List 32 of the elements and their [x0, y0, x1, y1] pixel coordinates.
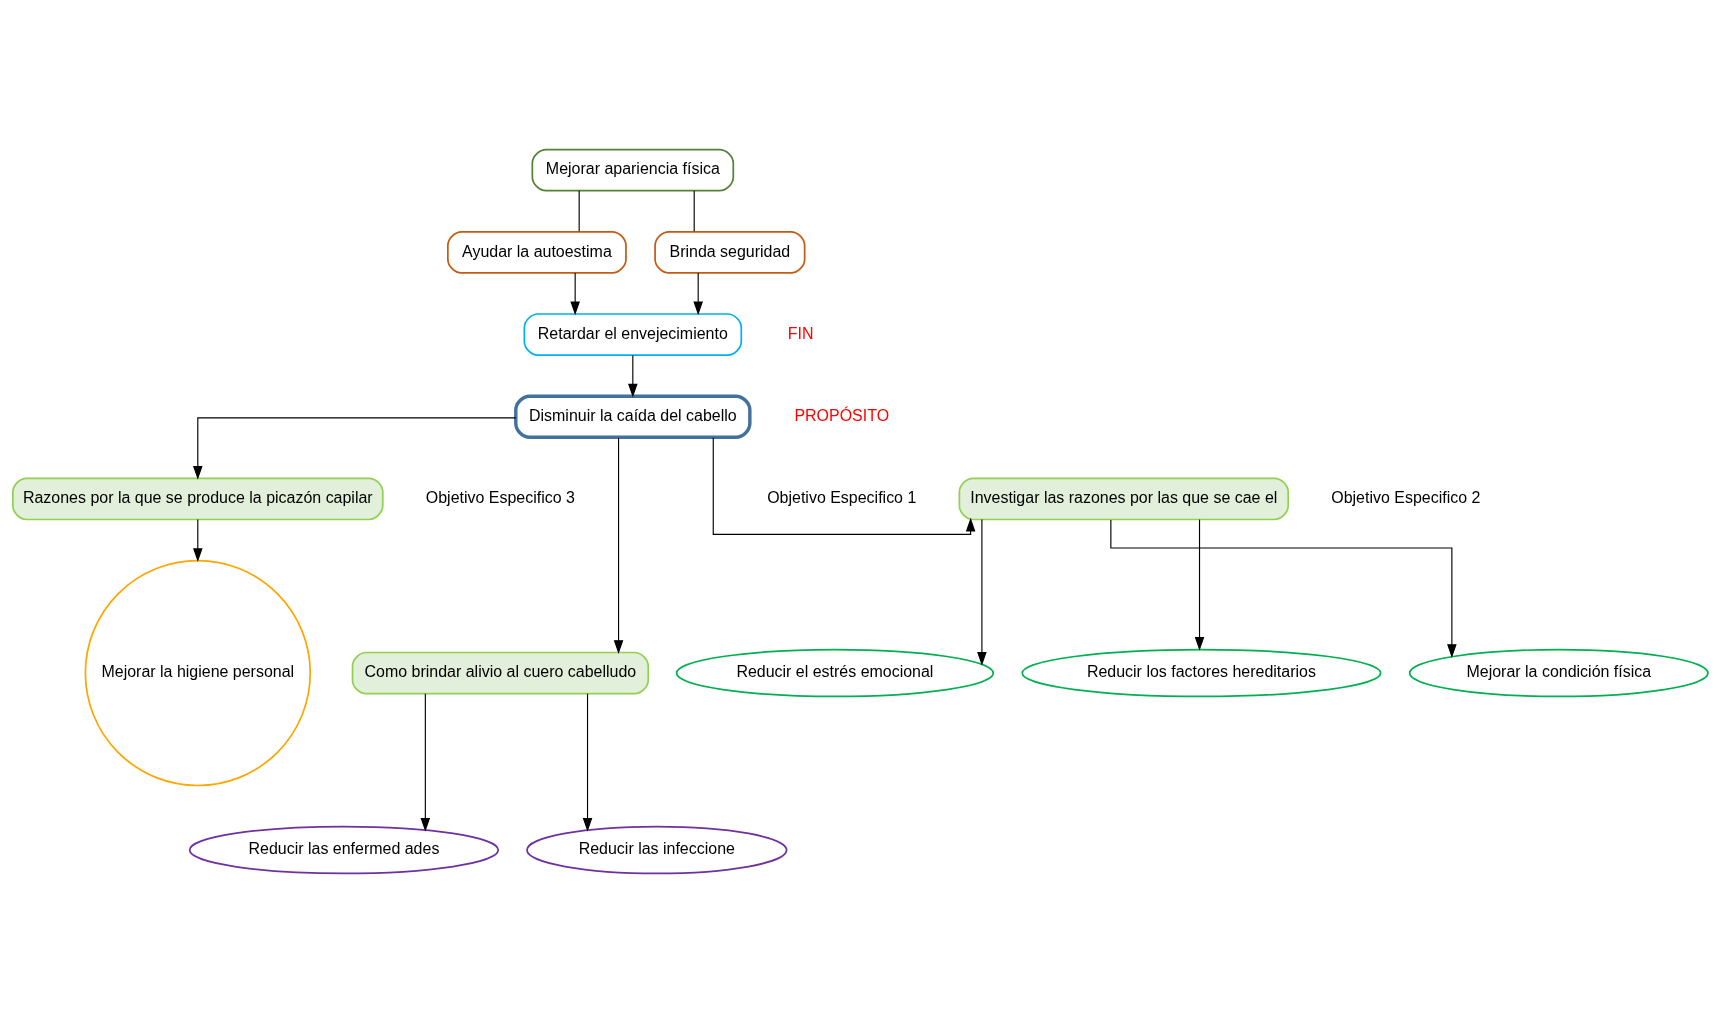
arrow — [420, 692, 431, 832]
node-box: Ayudar la autoestima — [447, 230, 627, 274]
label: FIN — [787, 324, 814, 342]
arrow — [1194, 518, 1205, 651]
node-box: Disminuir la caída del cabello — [514, 393, 752, 439]
arrow — [613, 436, 624, 654]
node-box: Retardar el envejecimiento — [523, 312, 743, 356]
node-box: Brinda seguridad — [654, 230, 806, 274]
node-ellipse: Mejorar la condición física — [1408, 648, 1709, 697]
node-box: Como brindar alivio al cuero cabelludo — [351, 651, 650, 694]
arrow — [570, 272, 580, 315]
arrow — [193, 416, 517, 480]
arrow — [977, 518, 987, 666]
node-ellipse: Reducir las enfermed ades — [188, 825, 500, 874]
label: Objetivo Especifico 1 — [767, 488, 917, 506]
node-box: Razones por la que se produce la picazón capilar — [12, 477, 384, 520]
node-ellipse: Reducir los factores hereditarios — [1021, 648, 1382, 697]
label: PROPÓSITO — [794, 406, 890, 424]
label: Objetivo Especifico 3 — [425, 488, 575, 506]
arrow — [628, 354, 638, 397]
node-ellipse: Reducir las infeccione — [526, 825, 788, 874]
arrow — [693, 272, 703, 315]
connector — [578, 189, 580, 232]
node-circle: Mejorar la higiene personal — [84, 559, 312, 786]
node-box: Mejorar apariencia física — [531, 148, 735, 192]
arrow — [193, 518, 203, 562]
node-box: Investigar las razones por las que se cae el — [958, 477, 1290, 520]
arrow — [582, 692, 593, 832]
arrow — [712, 436, 976, 535]
arrow — [1110, 518, 1457, 658]
connector — [693, 189, 695, 232]
label: Objetivo Especifico 2 — [1331, 488, 1481, 506]
